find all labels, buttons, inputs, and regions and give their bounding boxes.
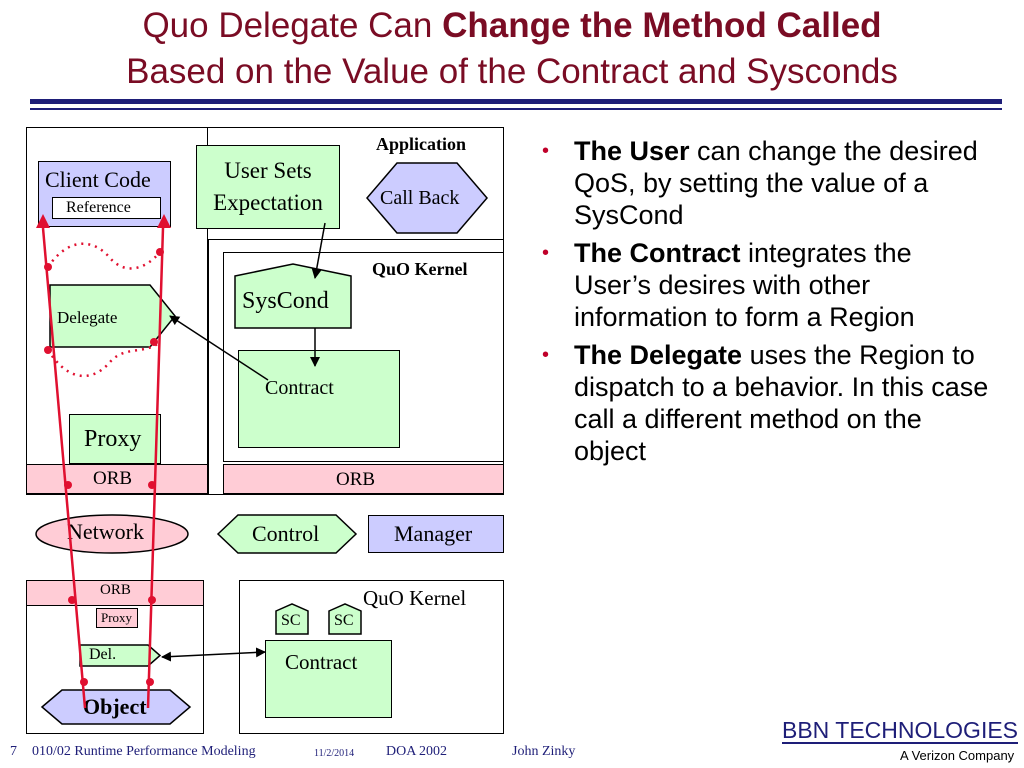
bullet-bold: The Contract — [574, 238, 741, 268]
footer-date: 11/2/2014 — [314, 748, 355, 759]
footer-conference: DOA 2002 — [386, 744, 448, 759]
sc1-label: SC — [281, 612, 301, 629]
orb-bottom-bar — [26, 580, 204, 606]
red-dot — [148, 481, 156, 489]
arrow-contract-to-delegate — [169, 315, 269, 381]
bullet-marker: • — [542, 242, 550, 264]
red-dot — [44, 263, 52, 271]
footer-author: John Zinky — [512, 744, 576, 759]
bullet-text: can change the desired QoS, by setting t… — [574, 136, 978, 230]
manager-label: Manager — [394, 521, 473, 546]
red-wiggle-bottom — [46, 341, 161, 378]
sc2-label: SC — [334, 612, 354, 629]
bullet-text: integrates the User’s desires with other… — [574, 238, 915, 332]
client-code-label: Client Code — [45, 167, 151, 192]
bullet-item: • The Contract integrates the User’s desi… — [542, 237, 992, 333]
manager-box — [368, 515, 504, 553]
red-dot — [156, 248, 164, 256]
contract-top-box — [238, 350, 400, 448]
bullet-bold: The User — [574, 136, 690, 166]
red-dot — [150, 338, 158, 346]
orb-bottom-label: ORB — [100, 582, 131, 598]
bullet-item: • The User can change the desired QoS, by… — [542, 135, 992, 231]
contract-bottom-box — [265, 640, 392, 718]
footer-page-number: 7 — [10, 744, 17, 759]
logo-underline — [782, 742, 1018, 744]
arrow-user-to-syscond — [311, 222, 326, 279]
title-rule-thick — [30, 99, 1002, 104]
red-dot — [68, 596, 76, 604]
reference-label: Reference — [66, 199, 131, 216]
orb-left-bar — [26, 464, 208, 494]
user-sets-expectation-box — [196, 145, 340, 229]
slide-title-line-1: Quo Delegate Can Change the Method Calle… — [0, 6, 1024, 46]
proxy-box — [69, 414, 161, 464]
red-wiggle-top — [46, 242, 161, 270]
application-label: Application — [376, 134, 467, 154]
sc1-shape — [275, 603, 309, 635]
control-shape — [216, 514, 358, 554]
call-back-label: Call Back — [380, 187, 460, 209]
red-dot — [64, 481, 72, 489]
user-sets-expectation-label: User Sets Expectation — [213, 158, 323, 215]
footer-course: 010/02 Runtime Performance Modeling — [32, 744, 256, 759]
company-logo-text: BBN TECHNOLOGIES — [782, 717, 1019, 743]
proxy-label: Proxy — [84, 426, 142, 452]
bullet-list: • The User can change the desired QoS, by… — [542, 135, 992, 473]
object-shape — [40, 689, 192, 725]
red-dot — [148, 596, 156, 604]
object-label: Object — [83, 694, 147, 719]
syscond-shape — [234, 263, 352, 329]
client-side-box — [26, 127, 208, 495]
red-dot — [146, 678, 154, 686]
control-label: Control — [252, 521, 320, 546]
proxy-small-label: Proxy — [101, 610, 133, 625]
arrow-del-contract — [161, 647, 266, 662]
contract-top-label: Contract — [265, 377, 334, 399]
red-arrowhead-right — [157, 214, 171, 228]
red-arrowhead-left — [36, 214, 50, 228]
red-path-right — [146, 227, 165, 709]
delegate-shape — [49, 284, 176, 348]
sc2-shape — [328, 603, 362, 635]
title-plain-part: Quo Delegate Can — [142, 6, 443, 45]
title-bold-part: Change the Method Called — [442, 6, 882, 45]
quo-kernel-top-label: QuO Kernel — [372, 259, 468, 279]
reference-box — [52, 197, 161, 219]
orb-right-label: ORB — [336, 469, 376, 490]
red-dot — [44, 346, 52, 354]
call-back-shape — [366, 162, 488, 234]
orb-left-label: ORB — [93, 468, 133, 489]
contract-bottom-label: Contract — [285, 650, 358, 674]
bullet-item: • The Delegate uses the Region to dispatc… — [542, 339, 992, 467]
slide-title-line-2: Based on the Value of the Contract and S… — [126, 52, 898, 91]
network-label: Network — [67, 519, 144, 544]
orb-right-bar — [223, 464, 504, 494]
network-shape — [35, 514, 189, 554]
del-label: Del. — [89, 646, 117, 663]
title-rule-thin — [30, 108, 1002, 110]
syscond-label: SysCond — [242, 288, 329, 314]
bullet-marker: • — [542, 344, 550, 366]
red-path-left — [41, 227, 87, 709]
quo-kernel-bottom-label: QuO Kernel — [363, 586, 467, 610]
bullet-text: uses the Region to dispatch to a behavio… — [574, 340, 989, 466]
bullet-marker: • — [542, 140, 550, 162]
red-dot — [80, 678, 88, 686]
bullet-bold: The Delegate — [574, 340, 743, 370]
delegate-label: Delegate — [57, 308, 118, 327]
proxy-small-box — [96, 608, 138, 628]
company-tagline: A Verizon Company — [900, 748, 1015, 763]
